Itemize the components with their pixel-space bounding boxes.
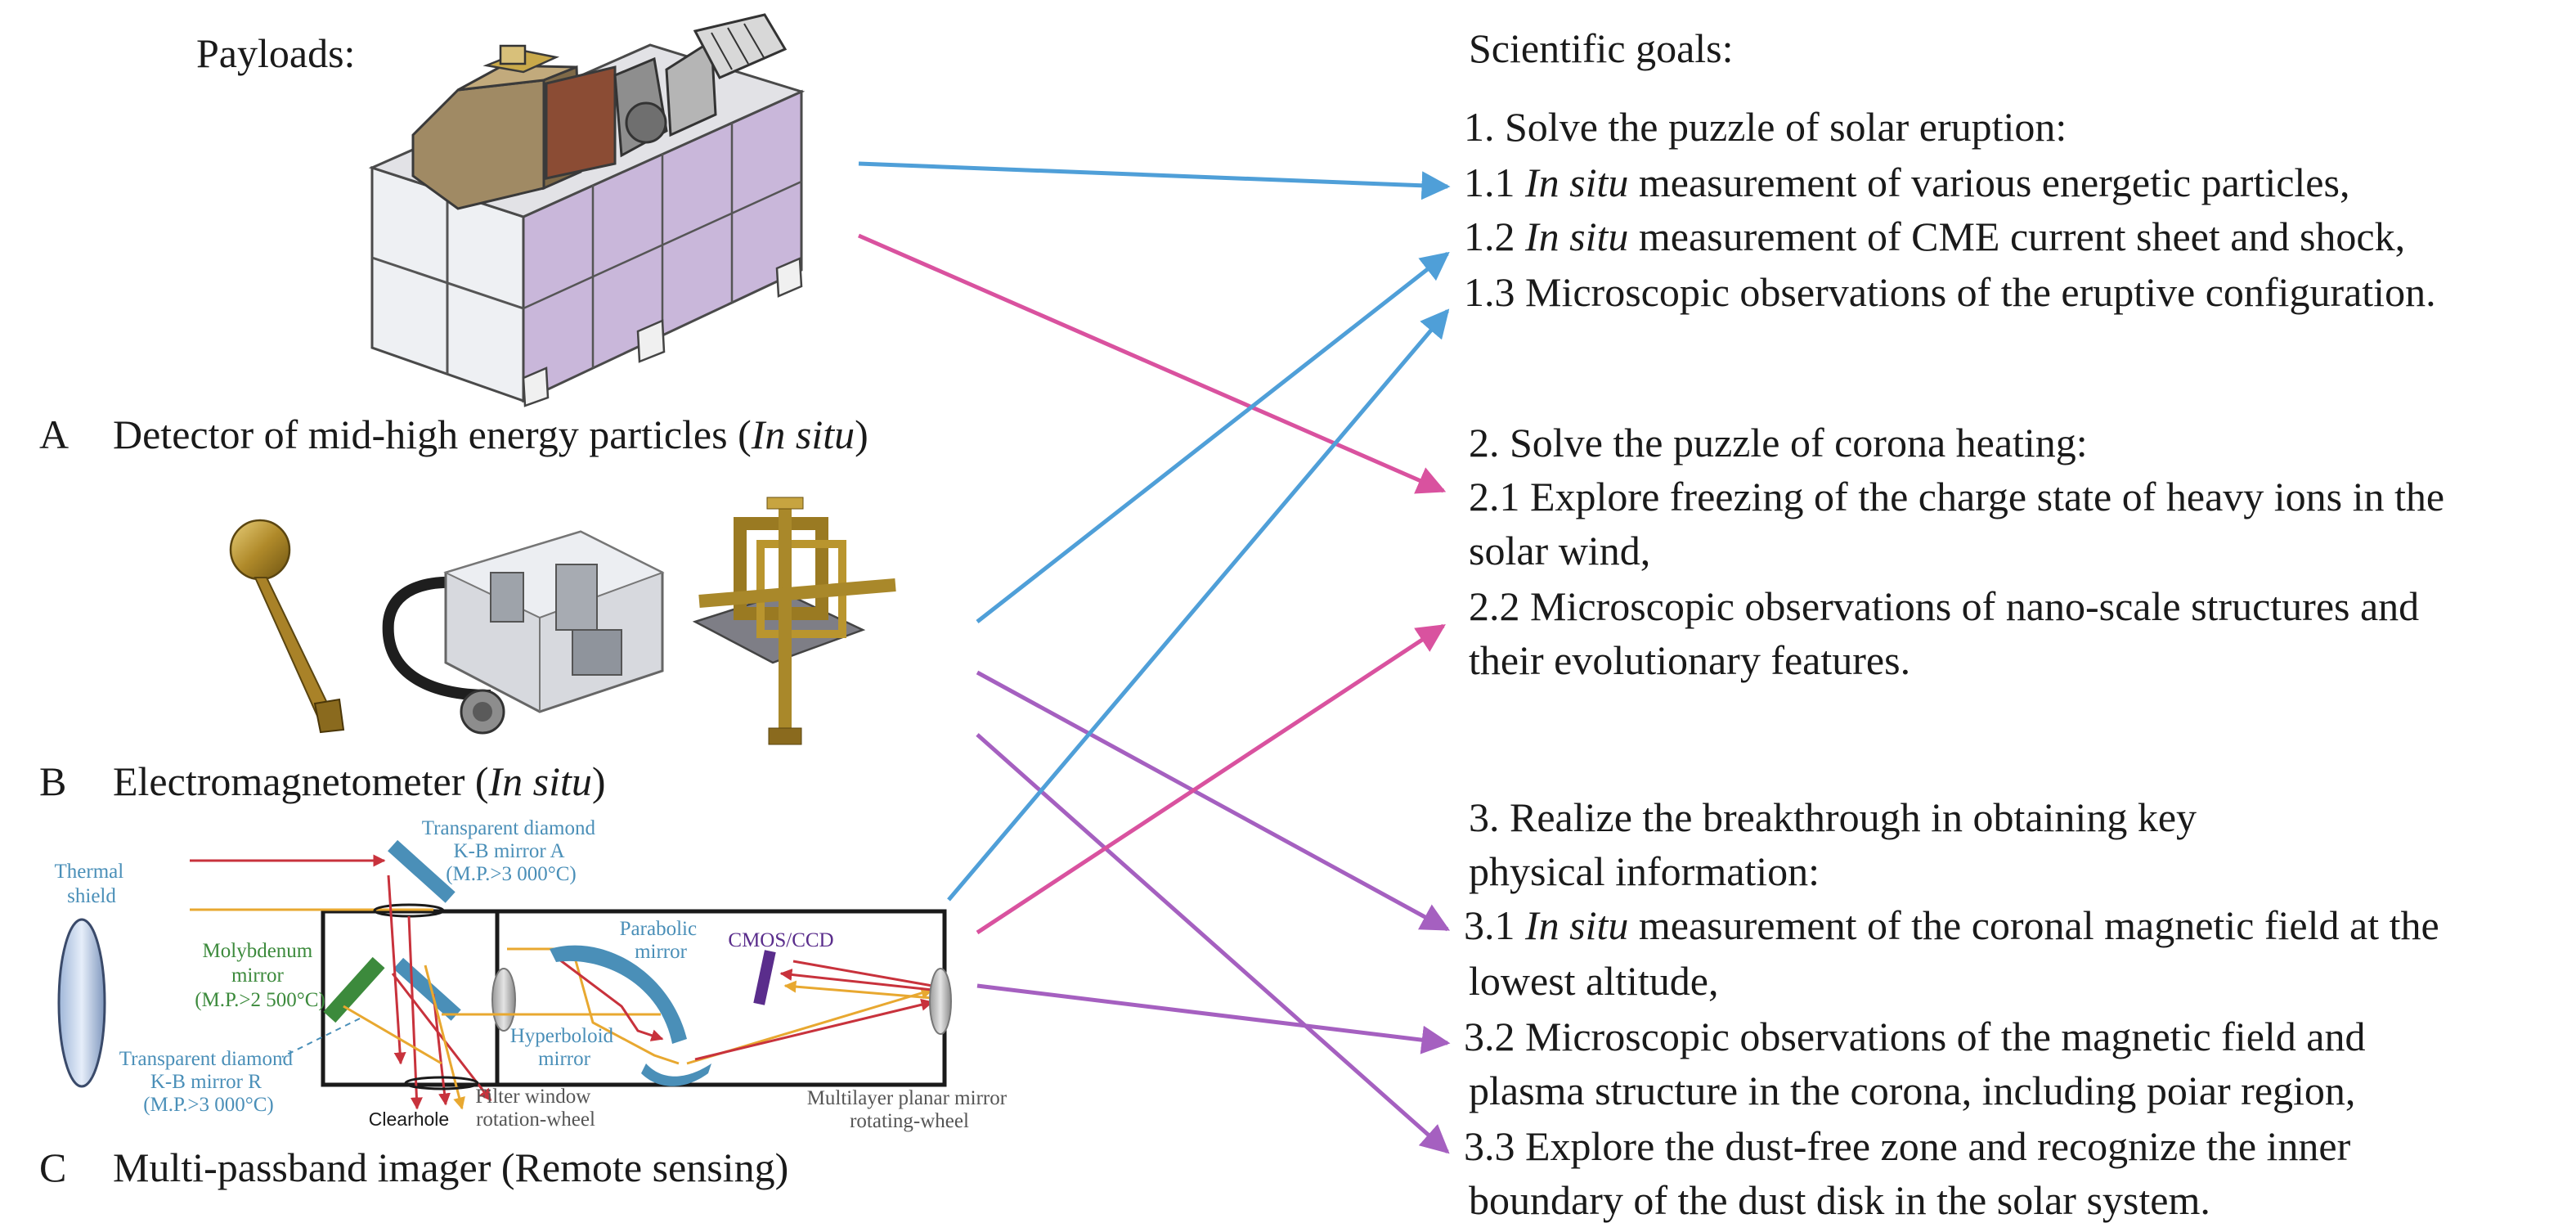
particle-detector-illustration	[368, 13, 806, 407]
goal-3-3-line2: boundary of the dust disk in the solar s…	[1469, 1177, 2210, 1223]
parabolic-mirror	[550, 945, 687, 1044]
payload-b-suffix: )	[592, 758, 606, 804]
probe-ball	[229, 519, 291, 581]
arrow-b-to-1-2	[976, 251, 1450, 623]
arrow-a-to-2-1	[858, 233, 1447, 494]
payload-a-suffix: )	[855, 411, 868, 457]
diamond-mirror-a-label: Transparent diamond K-B mirror A (M.P.>3…	[422, 817, 601, 885]
imager-schematic: Thermal shield Transparent diamond K-B m…	[55, 817, 1012, 1132]
payload-a-mode: In situ	[751, 411, 855, 457]
goals-heading: Scientific goals:	[1469, 25, 1734, 71]
goal-2-1-line2: solar wind,	[1469, 528, 1650, 573]
goal-1: 1. Solve the puzzle of solar eruption:	[1464, 104, 2067, 150]
parabolic-mirror-label: Parabolic mirror	[620, 918, 702, 963]
arrow-a-to-1-1	[858, 161, 1451, 200]
goal-1-1: 1.1 In situ measurement of various energ…	[1464, 160, 2349, 205]
payload-b-mode: In situ	[488, 758, 592, 804]
arrow-c-to-2-2	[976, 623, 1446, 935]
payloads-heading: Payloads:	[196, 30, 355, 76]
goal-1-2: 1.2 In situ measurement of CME current s…	[1464, 214, 2405, 259]
hyperboloid-mirror-label: Hyperboloid mirror	[510, 1025, 619, 1070]
goal-3-line2: physical information:	[1469, 848, 1820, 894]
payload-a-name: Detector of mid-high energy particles (	[113, 411, 752, 457]
payload-c-letter: C	[39, 1144, 66, 1190]
payload-c-label: C Multi-passband imager (Remote sensing)	[39, 1144, 788, 1190]
goal-3-1-line2: lowest altitude,	[1469, 958, 1719, 1004]
electromagnetometer-illustration	[229, 497, 896, 745]
clearhole-label: Clearhole	[369, 1108, 449, 1130]
multilayer-planar-mirror	[929, 968, 952, 1035]
diamond-mirror-r-label: Transparent diamond K-B mirror R (M.P.>3…	[119, 1048, 298, 1116]
cmos-ccd-label: CMOS/CCD	[728, 929, 833, 951]
goal-2-1-line1: 2.1 Explore freezing of the charge state…	[1469, 474, 2444, 519]
payload-a-letter: A	[39, 411, 69, 457]
molybdenum-mirror	[323, 956, 385, 1023]
arrow-b-to-3-3	[976, 733, 1450, 1154]
thermal-shield-label: Thermal shield	[55, 861, 129, 907]
goal-2: 2. Solve the puzzle of corona heating:	[1469, 420, 2088, 465]
arrow-c-to-1-3	[947, 308, 1450, 902]
payload-b-name: Electromagnetometer (	[113, 758, 489, 804]
diamond-mirror-a	[388, 839, 456, 903]
goal-3-line1: 3. Realize the breakthrough in obtaining…	[1469, 794, 2197, 840]
payload-b-letter: B	[39, 758, 66, 804]
thermal-shield	[57, 918, 106, 1088]
goal-3-3-line1: 3.3 Explore the dust-free zone and recog…	[1464, 1123, 2351, 1169]
payload-a-label: A Detector of mid-high energy particles …	[39, 411, 868, 457]
goals-list: 1. Solve the puzzle of solar eruption: 1…	[1464, 104, 2444, 1223]
payload-c-name: Multi-passband imager (Remote sensing)	[113, 1144, 788, 1190]
hyperboloid-mirror	[641, 1063, 711, 1086]
molybdenum-mirror-label: Molybdenum mirror (M.P.>2 500°C)	[195, 940, 325, 1011]
connection-arrows	[858, 161, 1451, 1154]
sensor-cable	[382, 576, 491, 701]
cmos-ccd-sensor	[753, 950, 776, 1005]
arrow-b-to-3-1	[976, 670, 1451, 932]
goal-1-3: 1.3 Microscopic observations of the erup…	[1464, 269, 2436, 315]
goal-2-2-line1: 2.2 Microscopic observations of nano-sca…	[1469, 583, 2419, 629]
lens	[491, 968, 516, 1032]
filter-window-label: Filter window rotation-wheel	[475, 1086, 595, 1131]
goal-2-2-line2: their evolutionary features.	[1469, 637, 1910, 683]
arrow-c-to-3-2	[976, 983, 1451, 1054]
goal-3-2-line2: plasma structure in the corona, includin…	[1469, 1068, 2355, 1113]
goal-3-2-line1: 3.2 Microscopic observations of the magn…	[1464, 1014, 2365, 1059]
multilayer-mirror-label: Multilayer planar mirror rotating-wheel	[807, 1087, 1012, 1132]
goal-3-1-line1: 3.1 In situ measurement of the coronal m…	[1464, 902, 2439, 948]
payload-b-label: B Electromagnetometer (In situ)	[39, 758, 606, 804]
